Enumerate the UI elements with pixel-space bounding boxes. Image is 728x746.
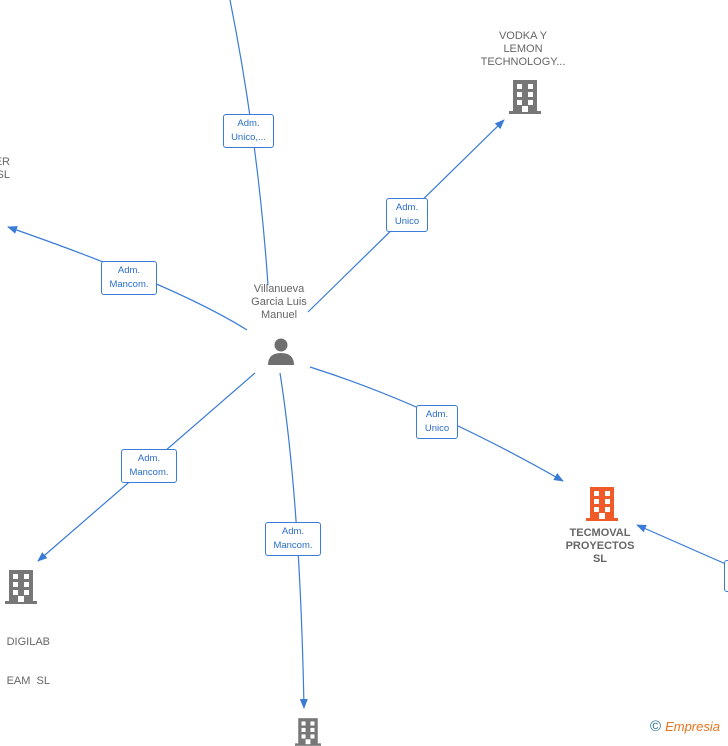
relation-label[interactable]: Adm. Unico,... <box>223 114 274 148</box>
relation-label-partial[interactable] <box>724 560 728 592</box>
copyright-icon: © <box>650 718 662 735</box>
name-line: Manuel <box>260 309 298 321</box>
name-line: Garcia Luis <box>251 296 307 308</box>
edge-bottom <box>279 372 308 709</box>
relation-line: Mancom. <box>109 279 149 290</box>
label-line: SL <box>0 169 10 181</box>
building-icon[interactable] <box>509 80 541 114</box>
brand-name: Empresia <box>665 719 720 734</box>
edge-right <box>636 524 728 566</box>
label-line: DIGILAB <box>6 636 50 648</box>
relation-label[interactable]: Adm. Mancom. <box>265 522 321 556</box>
name-line: Villanueva <box>253 283 305 295</box>
relation-line: Adm. <box>395 202 419 213</box>
label-line: VODKA Y <box>498 30 548 42</box>
relation-line: Unico,... <box>231 132 266 143</box>
label-line: LEMON <box>503 43 543 55</box>
person-icon[interactable] <box>266 336 296 366</box>
relation-line: Mancom. <box>273 540 313 551</box>
building-icon[interactable] <box>295 718 321 746</box>
relation-label[interactable]: Adm. Unico <box>386 198 428 232</box>
relation-line: Unico <box>394 216 420 227</box>
relation-line: Adm. <box>137 453 161 464</box>
relation-line: Adm. <box>237 118 260 129</box>
label-line: EAM SL <box>6 675 50 687</box>
label-line: TECMOVAL <box>569 527 631 539</box>
relation-label[interactable]: Adm. Mancom. <box>121 449 177 483</box>
relation-line: Adm. <box>281 526 305 537</box>
building-icon[interactable] <box>5 570 37 604</box>
label-line: SL <box>592 553 608 565</box>
relation-line: Adm. <box>425 409 449 420</box>
relation-line: Mancom. <box>129 467 169 478</box>
brand-logo: ©Empresia <box>650 718 720 735</box>
relation-label[interactable]: Adm. Mancom. <box>101 261 157 295</box>
label-line: PROYECTOS <box>565 540 635 552</box>
relation-line: Unico <box>424 423 450 434</box>
person-name[interactable]: Villanueva Garcia Luis Manuel <box>228 283 330 322</box>
relation-label[interactable]: Adm. Unico <box>416 405 458 439</box>
company-label-vodka[interactable]: VODKA Y LEMON TECHNOLOGY... <box>468 30 578 69</box>
label-line: ER <box>0 156 10 168</box>
relation-line: Adm. <box>117 265 141 276</box>
company-label-digilab[interactable]: DIGILAB EAM SL <box>0 610 50 701</box>
company-label-tecmoval[interactable]: TECMOVAL PROYECTOS SL <box>550 527 650 566</box>
company-label-left[interactable]: ER SL <box>0 156 10 182</box>
building-icon-highlighted[interactable] <box>586 487 618 521</box>
label-line: TECHNOLOGY... <box>480 56 566 68</box>
